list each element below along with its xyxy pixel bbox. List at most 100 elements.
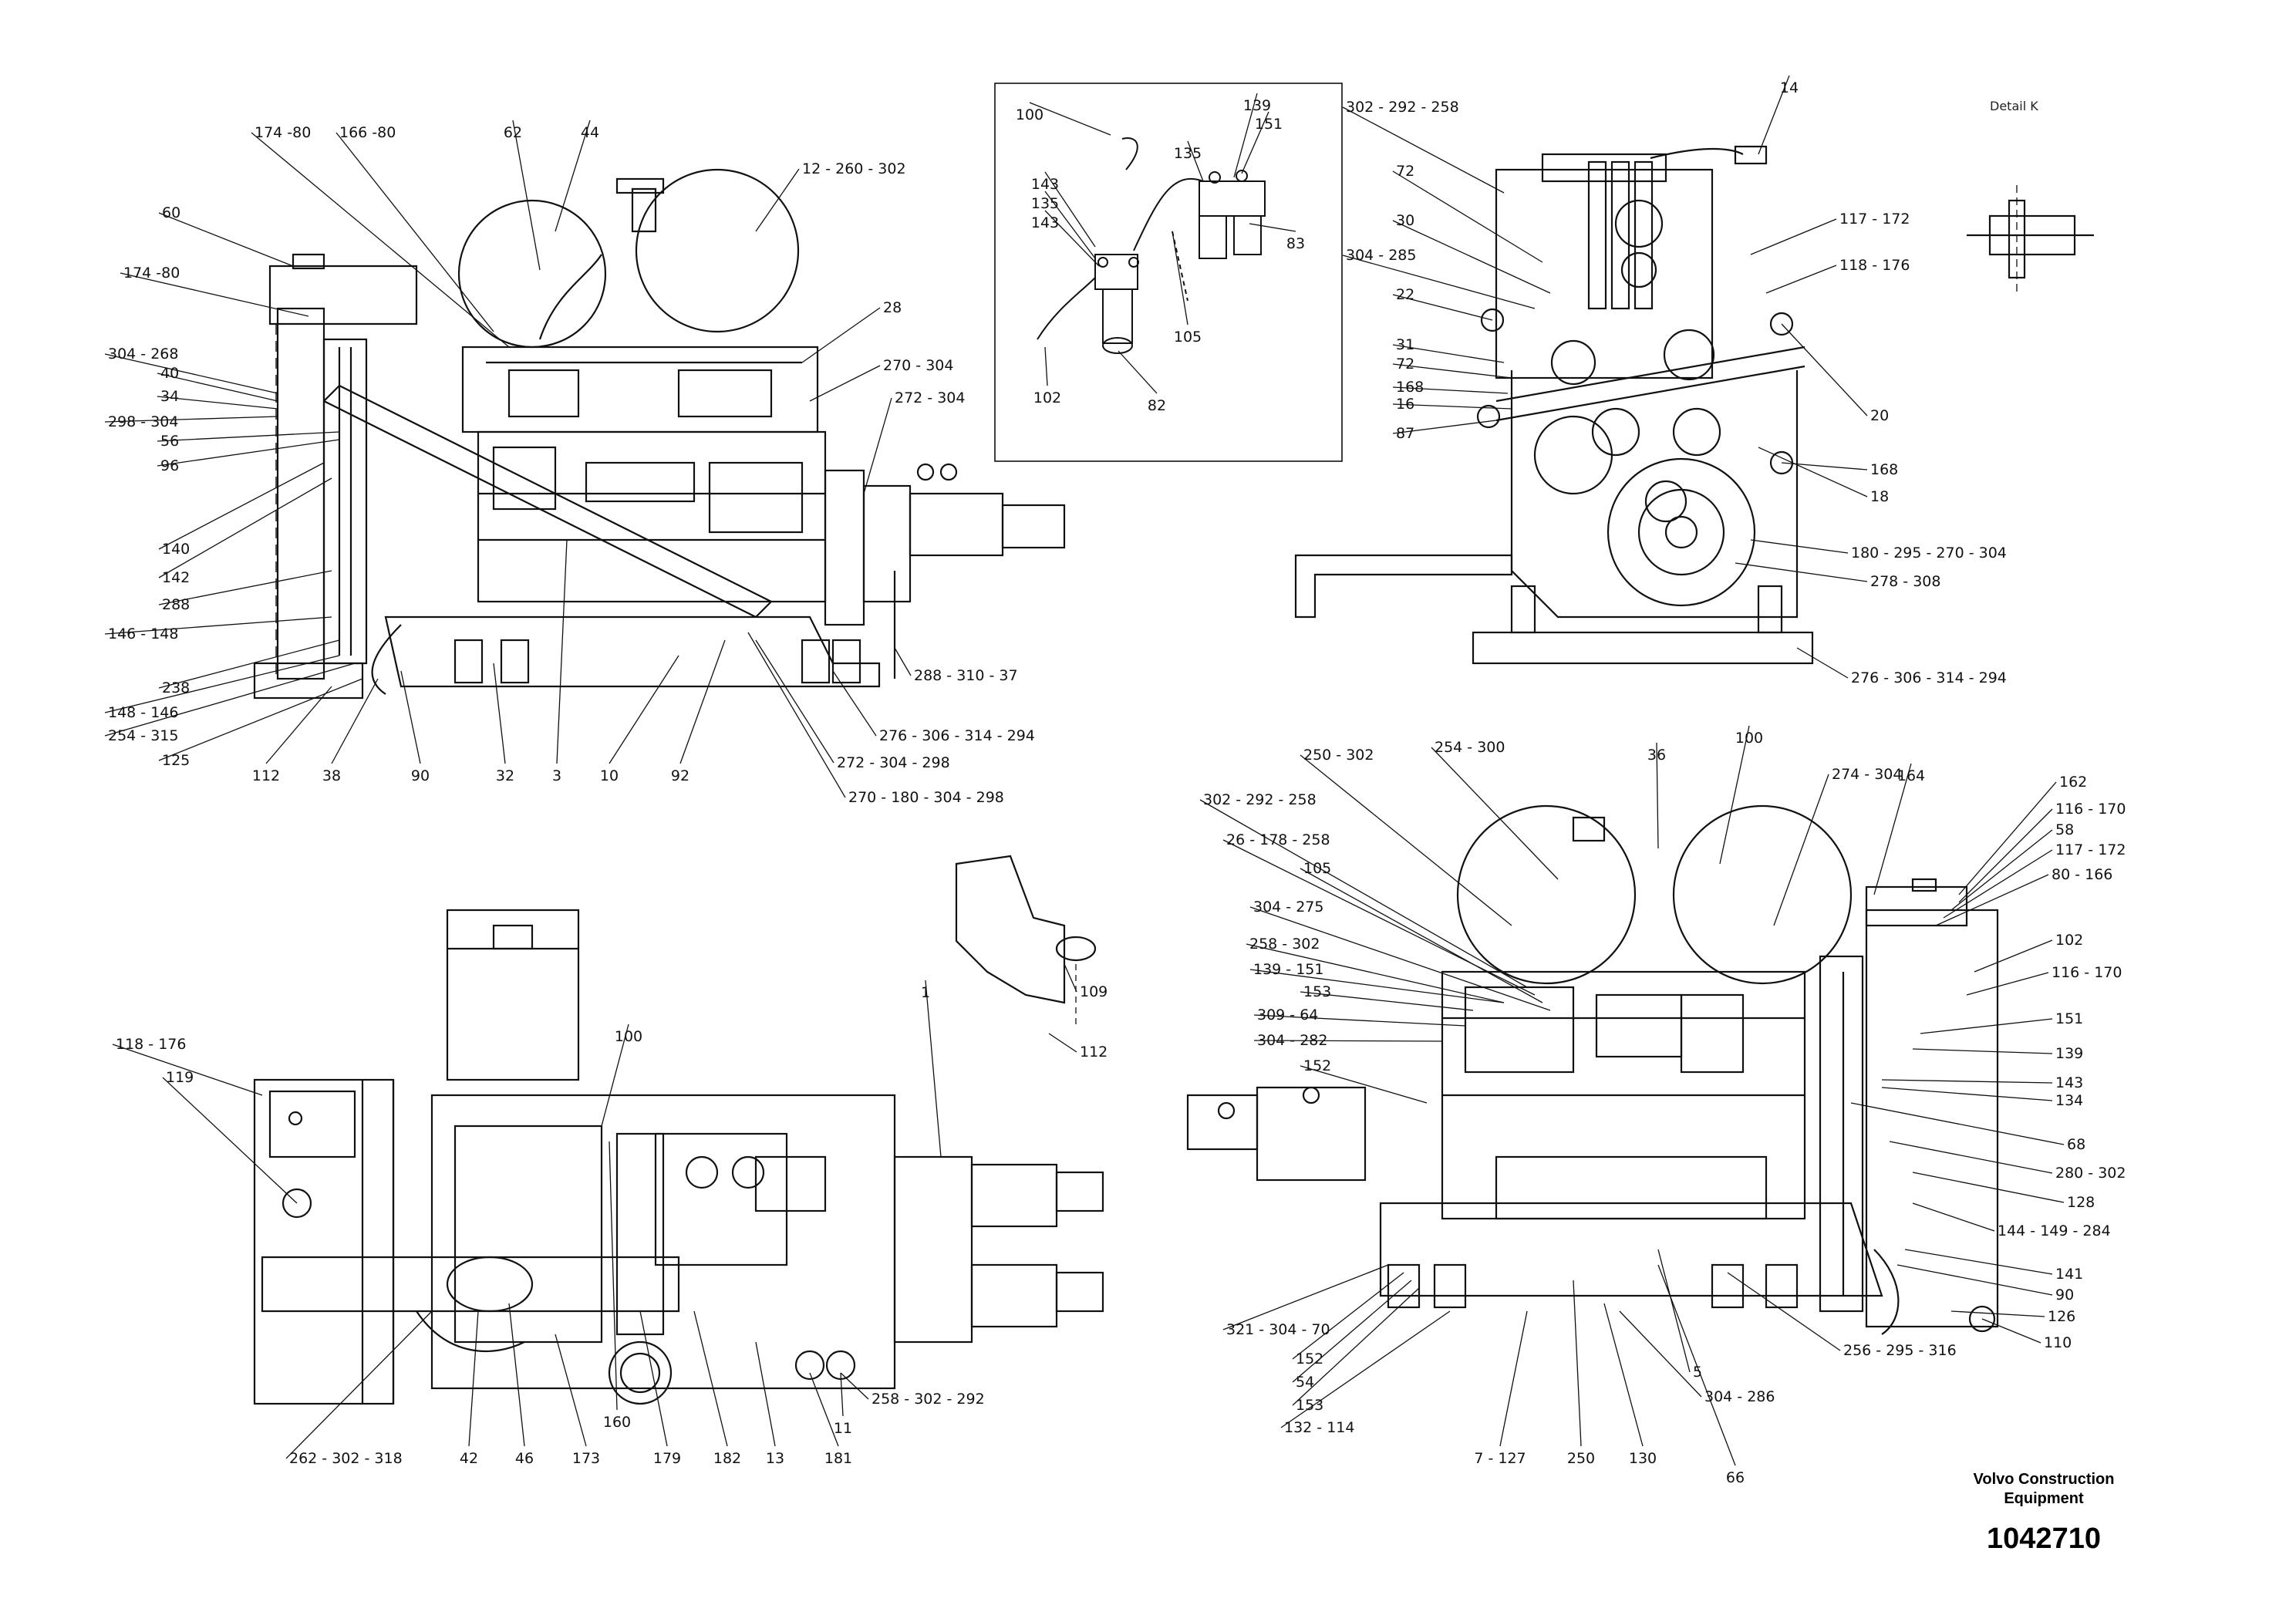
rear-view-leader-line	[1896, 1264, 2053, 1296]
rear-view-callout: 102	[2055, 932, 2083, 949]
rear-view-callout: 280 - 302	[2055, 1165, 2126, 1182]
top-view-callout: 258 - 302 - 292	[872, 1391, 985, 1408]
side-view-callout: 174 -80	[123, 265, 180, 282]
top-view-callout: 1	[921, 984, 930, 1001]
side-view-callout: 142	[162, 569, 190, 586]
top-view-callout: 118 - 176	[116, 1036, 186, 1053]
front-view-callout: 87	[1396, 425, 1414, 442]
front-view-callout: 72	[1396, 356, 1414, 373]
side-view-leader-line	[158, 462, 325, 550]
fuel-filter-detail-leader-line	[1249, 223, 1296, 232]
rear-view-leader-line	[1573, 1280, 1582, 1447]
rear-view-callout: 164	[1897, 767, 1925, 784]
rear-view-callout: 132 - 114	[1284, 1419, 1354, 1436]
fuel-filter-detail-leader-line	[1241, 111, 1269, 174]
side-view-callout: 166 -80	[339, 124, 396, 141]
front-view-leader-line	[1758, 447, 1868, 497]
side-view-callout: 34	[160, 388, 179, 405]
rear-view-leader-line	[1719, 725, 1750, 865]
rear-view-callout: 304 - 286	[1704, 1388, 1775, 1405]
fuel-filter-detail-callout: 139	[1243, 97, 1271, 114]
top-view-leader-line	[112, 1044, 263, 1096]
rear-view-leader-line	[1246, 943, 1505, 1003]
rear-view-leader-line	[1850, 1102, 2065, 1145]
side-view-callout: 288	[162, 596, 190, 613]
rear-view-leader-line	[1950, 829, 2053, 911]
side-view-leader-line	[801, 307, 881, 363]
top-view-callout: 181	[824, 1450, 852, 1467]
front-view-leader-line	[1392, 294, 1493, 321]
rear-view-leader-line	[1222, 1264, 1389, 1330]
side-view-leader-line	[755, 639, 834, 764]
rear-view-callout: 7 - 127	[1474, 1450, 1526, 1467]
rear-view-leader-line	[1950, 1310, 2045, 1317]
side-view-callout: 288 - 310 - 37	[914, 667, 1018, 684]
front-view-callout: 304 - 285	[1346, 247, 1416, 264]
side-view-leader-line	[809, 365, 881, 402]
side-view-leader-line	[265, 686, 332, 764]
side-view-leader-line	[157, 373, 278, 402]
rear-view-callout: 126	[2048, 1308, 2075, 1325]
rear-view-leader-line	[1773, 774, 1829, 926]
fuel-filter-detail-callout: 83	[1286, 235, 1305, 252]
side-view-leader-line	[104, 663, 356, 737]
side-view-leader-line	[894, 647, 912, 676]
fuel-filter-detail-leader-line	[1118, 350, 1158, 394]
rear-view-callout: 5	[1693, 1364, 1702, 1381]
front-view-leader-line	[1342, 255, 1536, 309]
side-view-callout: 38	[322, 767, 341, 784]
side-view-callout: 96	[160, 457, 179, 474]
side-view-callout: 12 - 260 - 302	[802, 160, 906, 177]
rear-view-leader-line	[1292, 1272, 1404, 1360]
side-view-leader-line	[157, 396, 278, 410]
rear-view-drawing	[1186, 804, 1999, 1335]
part-number: 1042710	[1987, 1523, 2101, 1555]
rear-view-callout: 256 - 295 - 316	[1843, 1342, 1957, 1359]
fuel-filter-detail-callout: 82	[1148, 397, 1166, 414]
fuel-filter-detail-callout: 135	[1031, 195, 1059, 212]
front-view-callout: 72	[1396, 163, 1414, 180]
side-view-callout: 276 - 306 - 314 - 294	[879, 727, 1035, 744]
front-view-callout: 168	[1396, 379, 1424, 396]
front-view-drawing	[1294, 145, 2094, 665]
rear-view-callout: 144 - 149 - 284	[1998, 1222, 2111, 1239]
rear-view-leader-line	[1958, 808, 2053, 903]
side-view-callout: 270 - 180 - 304 - 298	[848, 789, 1004, 806]
front-view-callout: 117 - 172	[1839, 211, 1910, 228]
rear-view-leader-line	[1958, 781, 2057, 895]
rear-view-leader-line	[1300, 991, 1474, 1011]
rear-view-callout: 250	[1567, 1450, 1595, 1467]
rear-view-leader-line	[1657, 1249, 1691, 1373]
side-view-leader-line	[555, 120, 591, 232]
fuel-filter-detail-callout: 135	[1174, 145, 1202, 162]
rear-view-leader-line	[1966, 972, 2049, 996]
rear-view-callout: 66	[1726, 1469, 1745, 1486]
front-view-leader-line	[1765, 265, 1837, 294]
front-view-callout: 31	[1396, 336, 1414, 353]
top-view-callout: 100	[615, 1028, 642, 1045]
top-view-leader-line	[693, 1310, 728, 1447]
rear-view-callout: 162	[2059, 774, 2087, 791]
side-view-callout: 32	[496, 767, 514, 784]
side-view-leader-line	[158, 477, 332, 578]
side-view-drawing	[253, 168, 1066, 700]
top-view-callout: 262 - 302 - 318	[289, 1450, 403, 1467]
rear-view-callout: 116 - 170	[2052, 964, 2122, 981]
rear-view-callout: 58	[2055, 821, 2074, 838]
rear-view-callout: 36	[1647, 747, 1666, 764]
rear-view-callout: 116 - 170	[2055, 801, 2126, 818]
rear-view-callout: 152	[1303, 1057, 1331, 1074]
fuel-filter-detail-leader-line	[1233, 93, 1258, 178]
rear-view-leader-line	[1981, 1318, 2041, 1344]
rear-view-callout: 80 - 166	[2052, 866, 2112, 883]
front-view-callout: 22	[1396, 286, 1414, 303]
fuel-filter-detail-callout: 143	[1031, 214, 1059, 231]
side-view-leader-line	[609, 655, 679, 764]
top-view-callout: 112	[1080, 1044, 1108, 1061]
rear-view-callout: 100	[1735, 730, 1763, 747]
rear-view-leader-line	[1499, 1310, 1528, 1447]
side-view-leader-line	[158, 570, 332, 605]
side-view-leader-line	[493, 663, 506, 764]
rear-view-leader-line	[1881, 1079, 2053, 1084]
